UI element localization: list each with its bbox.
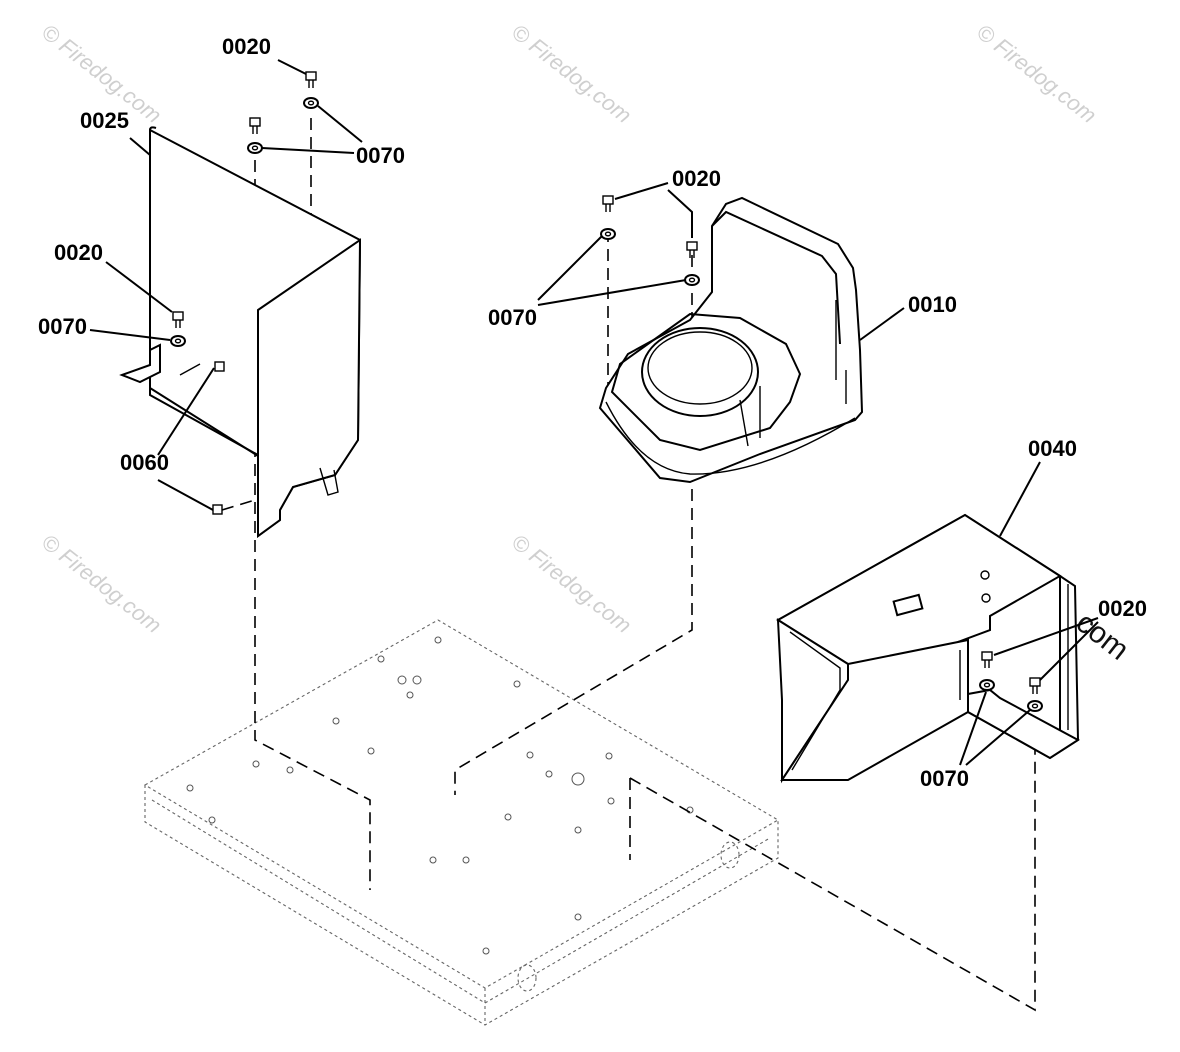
watermark-mid-left: © Firedog.com: [37, 529, 166, 638]
side-panel-0025: [119, 126, 362, 538]
washer-icon: [684, 274, 700, 286]
label-0020-left: 0020: [54, 240, 103, 265]
screw-icon: [686, 241, 698, 258]
label-0020-center: 0020: [672, 166, 721, 191]
label-leaders: [89, 59, 1099, 766]
screw-icon: [981, 651, 993, 668]
label-0060: 0060: [120, 450, 169, 475]
label-0020-right: 0020: [1098, 596, 1147, 621]
label-0070-top: 0070: [356, 143, 405, 168]
label-0070-right: 0070: [920, 766, 969, 791]
label-0025: 0025: [80, 108, 129, 133]
washer-icon: [600, 228, 616, 240]
fasteners: [170, 71, 1043, 712]
screw-icon: [602, 195, 614, 212]
washer-icon: [303, 97, 319, 109]
bracket-frame-0040: [776, 513, 1080, 784]
label-0010: 0010: [908, 292, 957, 317]
base-chassis: [143, 619, 780, 1026]
screw-icon: [1029, 677, 1041, 694]
seat-shell-0010: [598, 196, 864, 484]
part-labels: 0020 0025 0070 0020 0070 0060 0020 0070 …: [38, 34, 1147, 791]
washer-icon: [247, 142, 263, 154]
label-0070-left: 0070: [38, 314, 87, 339]
watermark-top-right: © Firedog.com: [972, 19, 1101, 128]
washer-icon: [979, 679, 995, 691]
screw-icon: [172, 311, 184, 328]
screw-icon: [305, 71, 317, 88]
watermark-mid-center: © Firedog.com: [507, 529, 636, 638]
washer-icon: [1027, 700, 1043, 712]
label-0040: 0040: [1028, 436, 1077, 461]
label-0070-center: 0070: [488, 305, 537, 330]
label-0020-top: 0020: [222, 34, 271, 59]
washer-icon: [170, 335, 186, 347]
watermark-top-center: © Firedog.com: [507, 19, 636, 128]
screw-icon: [249, 117, 261, 134]
